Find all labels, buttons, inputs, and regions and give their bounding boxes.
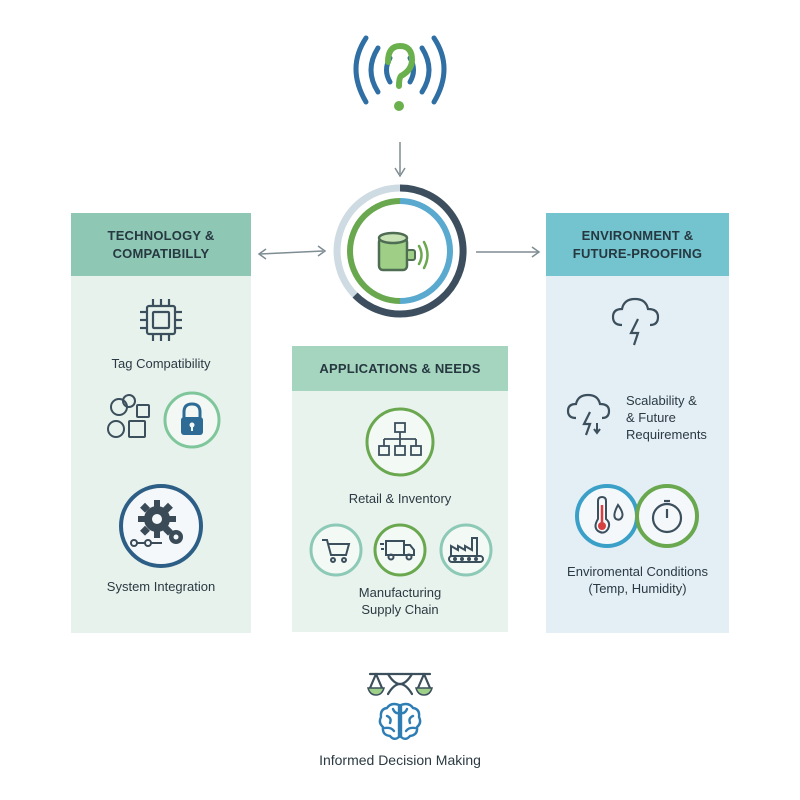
rfid-reader-tag-icon (377, 231, 429, 272)
gear-network-icon (119, 484, 203, 568)
chip-icon (140, 299, 182, 341)
lock-icon (163, 391, 221, 449)
storm-cloud-icon (611, 297, 660, 346)
rfid-reader-hub (333, 184, 467, 318)
brain-icon (378, 702, 422, 740)
shapes-icon (107, 394, 150, 438)
cloud-lightning-icon (566, 393, 611, 436)
technology-panel: TECHNOLOGY & COMPATIBILLY Tag Compatibil… (71, 213, 251, 633)
truck-icon (373, 523, 427, 577)
environment-panel: ENVIRONMENT & FUTURE-PROOFING Scalabilit… (546, 213, 729, 633)
applications-panel: APPLICATIONS & NEEDS Retail & Inventory (292, 346, 508, 632)
environmental-conditions-label: Enviromental Conditions (Temp, Humidity) (567, 564, 708, 596)
decision-making-label: Informed Decision Making (319, 752, 481, 768)
timer-icon (635, 484, 699, 548)
hierarchy-icon (365, 407, 435, 477)
applications-panel-title: APPLICATIONS & NEEDS (292, 346, 508, 391)
balance-scale-icon (367, 672, 433, 696)
factory-icon (439, 523, 493, 577)
technology-panel-title: TECHNOLOGY & COMPATIBILLY (71, 213, 251, 276)
scalability-label: Scalability & & Future Requirements (626, 393, 707, 442)
environment-panel-title: ENVIRONMENT & FUTURE-PROOFING (546, 213, 729, 276)
tag-compatibility-label: Tag Compatibility (111, 356, 211, 371)
cart-icon (309, 523, 363, 577)
system-integration-label: System Integration (106, 579, 216, 594)
rfid-question-signal-icon (353, 35, 447, 111)
retail-inventory-label: Retail & Inventory (348, 491, 452, 506)
thermometer-drop-icon (575, 484, 639, 548)
manufacturing-supply-chain-label: Manufacturing Supply Chain (358, 585, 442, 617)
